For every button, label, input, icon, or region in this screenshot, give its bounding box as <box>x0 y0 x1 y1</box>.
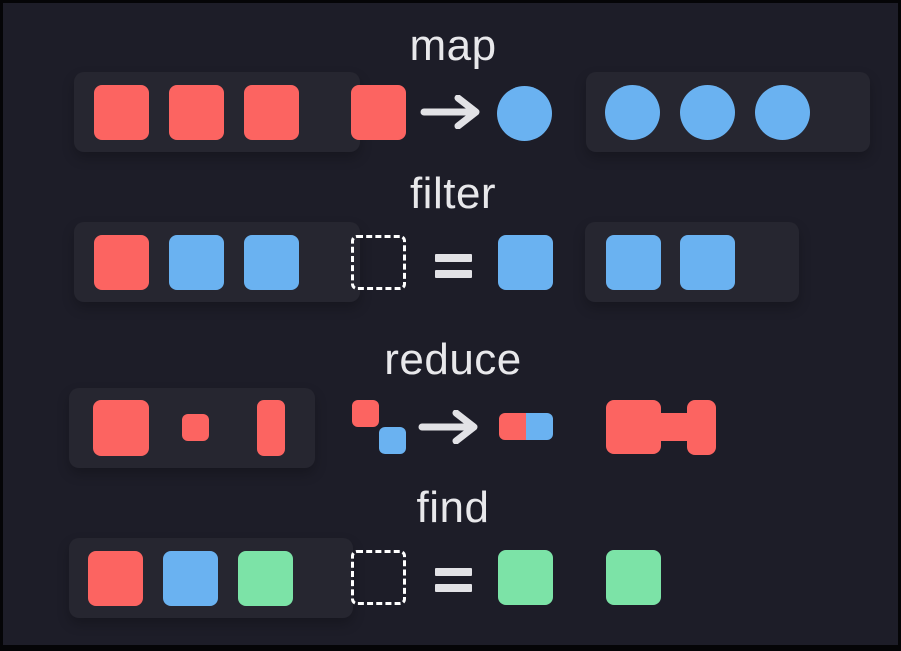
arrow-right-icon <box>420 95 482 129</box>
combined-connector <box>659 413 689 441</box>
red-rect-tall <box>257 400 285 456</box>
blue-square <box>163 550 218 606</box>
blue-circle <box>755 84 810 140</box>
row-title-map: map <box>409 21 497 70</box>
green-square <box>238 550 293 606</box>
filter-input-array-panel <box>74 222 360 302</box>
map-output-array-panel <box>586 72 870 152</box>
red-square <box>169 84 224 140</box>
find-output-green-square <box>606 550 661 605</box>
reduce-output-combined-shape <box>606 400 716 455</box>
row-title-reduce: reduce <box>384 335 522 384</box>
blue-circle <box>605 84 660 140</box>
blue-circle <box>680 84 735 140</box>
find-input-array-panel <box>69 538 353 618</box>
filter-output-array-panel <box>585 222 799 302</box>
combined-big-square <box>606 400 661 454</box>
filter-predicate-blue-square <box>498 235 553 290</box>
red-square-small <box>182 414 209 441</box>
equals-bar-top <box>435 254 472 262</box>
red-square <box>94 234 149 290</box>
equals-bar-bottom <box>435 584 472 592</box>
arrow-right-icon <box>418 410 480 444</box>
reduce-merged-blue-square-small <box>526 413 553 440</box>
empty-dashed-slot <box>351 235 406 290</box>
map-result-blue-circle <box>497 86 552 141</box>
red-square <box>244 84 299 140</box>
map-operand-red-square <box>351 85 406 140</box>
equals-bar-top <box>435 568 472 576</box>
equals-icon <box>435 254 472 278</box>
red-square-large <box>93 400 149 456</box>
empty-dashed-slot <box>351 550 406 605</box>
reduce-operand-red-square-small <box>352 400 379 427</box>
blue-square <box>680 234 735 290</box>
reduce-merged-red-square-small <box>499 413 526 440</box>
reduce-input-array-panel <box>69 388 315 468</box>
find-predicate-green-square <box>498 550 553 605</box>
row-title-find: find <box>416 483 490 532</box>
equals-bar-bottom <box>435 270 472 278</box>
blue-square <box>606 234 661 290</box>
reduce-operand-blue-square-small <box>379 427 406 454</box>
row-title-filter: filter <box>409 169 497 218</box>
red-square <box>94 84 149 140</box>
red-square <box>88 550 143 606</box>
equals-icon <box>435 568 472 592</box>
map-input-array-panel <box>74 72 360 152</box>
blue-square <box>244 234 299 290</box>
blue-square <box>169 234 224 290</box>
combined-tall-rect <box>687 400 716 455</box>
